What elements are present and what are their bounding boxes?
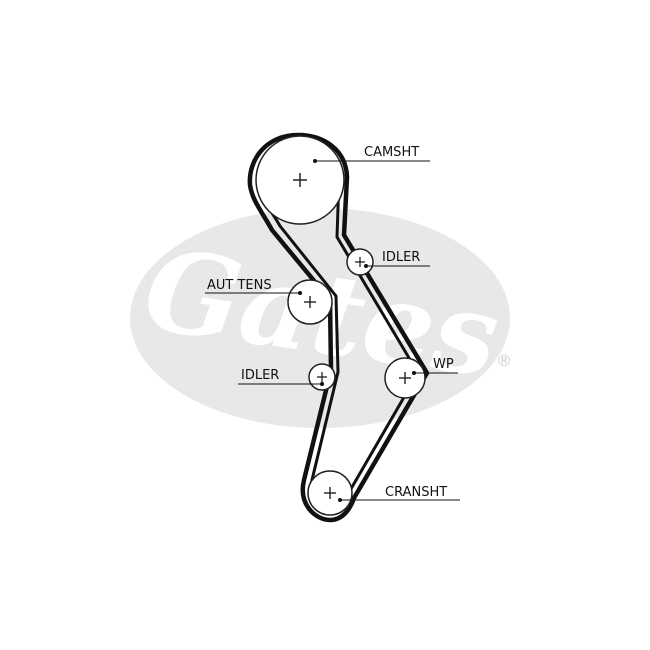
plus-icon bbox=[355, 257, 365, 267]
auto-tensioner-pulley bbox=[287, 279, 333, 325]
idler-lower-label: IDLER bbox=[241, 368, 279, 383]
registered-mark: ® bbox=[496, 351, 512, 370]
water-pump-pulley bbox=[384, 357, 426, 399]
leader-lines bbox=[205, 160, 460, 501]
belt-outer-edge bbox=[247, 132, 430, 523]
plus-icon bbox=[399, 372, 411, 384]
plus-icon bbox=[293, 173, 307, 187]
idler-lower-pulley bbox=[308, 363, 336, 391]
leader-dots bbox=[298, 159, 416, 502]
crankshaft-pulley bbox=[307, 470, 353, 516]
camshaft-label: CAMSHT bbox=[364, 145, 419, 160]
crankshaft-label: CRANSHT bbox=[385, 485, 447, 500]
camshaft-pulley bbox=[255, 135, 345, 225]
plus-icon bbox=[324, 487, 336, 499]
idler-upper-label: IDLER bbox=[382, 250, 420, 265]
auto-tensioner-label: AUT TENS bbox=[207, 278, 272, 293]
plus-icon bbox=[317, 372, 327, 382]
idler-upper-pulley bbox=[346, 248, 374, 276]
plus-icon bbox=[304, 296, 316, 308]
water-pump-label: WP bbox=[433, 357, 454, 372]
